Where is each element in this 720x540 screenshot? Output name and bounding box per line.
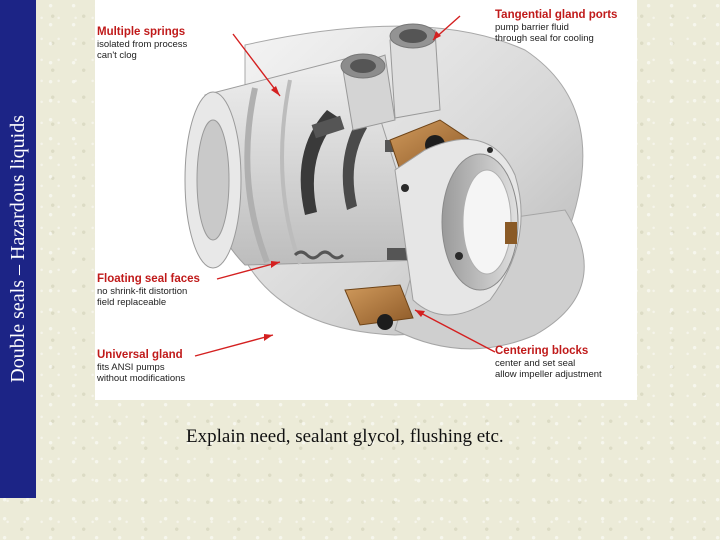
spring-block-1 bbox=[311, 115, 345, 139]
seal-ring-outer bbox=[300, 110, 339, 215]
arrow-multiple-springs bbox=[232, 33, 281, 97]
callout-tangential-ports: Tangential gland ports pump barrier flui… bbox=[495, 9, 617, 44]
callout-centering-blocks-title: Centering blocks bbox=[495, 345, 589, 357]
callout-multiple-springs: Multiple springs isolated from process c… bbox=[97, 26, 187, 61]
callout-centering-blocks-line-2: allow impeller adjustment bbox=[495, 369, 602, 380]
sleeve-end-inner bbox=[196, 119, 230, 241]
arrow-multiple-springs-head bbox=[271, 86, 280, 96]
callout-multiple-springs-line-1: isolated from process bbox=[97, 39, 188, 50]
arrow-floating-faces bbox=[216, 261, 281, 280]
callout-centering-blocks: Centering blocks center and set seal all… bbox=[495, 345, 602, 380]
floating-face-springs bbox=[293, 250, 345, 260]
arrow-floating-faces-head bbox=[271, 261, 280, 268]
arrow-centering-blocks-head bbox=[415, 310, 425, 317]
callout-tangential-ports-line-1: pump barrier fluid bbox=[495, 22, 569, 33]
arrow-universal-gland-head bbox=[264, 334, 273, 341]
slide-caption: Explain need, sealant glycol, flushing e… bbox=[186, 426, 504, 447]
side-title-bar bbox=[0, 0, 36, 498]
callout-floating-faces-line-2: field replaceable bbox=[97, 297, 167, 308]
callout-tangential-ports-title: Tangential gland ports bbox=[495, 9, 618, 21]
callout-floating-faces: Floating seal faces no shrink-fit distor… bbox=[97, 273, 200, 308]
sleeve-band-1 bbox=[244, 87, 270, 264]
seal-cutaway-figure bbox=[95, 0, 637, 400]
callout-universal-gland-title: Universal gland bbox=[97, 349, 183, 361]
centering-block-lower bbox=[344, 284, 414, 326]
callout-floating-faces-line-1: no shrink-fit distortion bbox=[97, 286, 188, 297]
callout-centering-blocks-line-1: center and set seal bbox=[495, 358, 576, 369]
seal-cutaway-drawing bbox=[184, 15, 585, 357]
flange-slot bbox=[505, 222, 517, 244]
spring-block-3 bbox=[387, 248, 411, 260]
callout-multiple-springs-line-2: can't clog bbox=[97, 50, 137, 61]
sleeve-band-2 bbox=[280, 79, 302, 265]
callout-universal-gland-line-1: fits ANSI pumps bbox=[97, 362, 165, 373]
port-left-bore bbox=[350, 59, 376, 73]
set-screw-3 bbox=[487, 147, 493, 153]
side-title-text: Double seals – Hazardous liquids bbox=[6, 115, 29, 383]
centering-block-lower-screw bbox=[377, 314, 393, 330]
callout-floating-faces-title: Floating seal faces bbox=[97, 273, 200, 285]
port-right-bore bbox=[399, 29, 427, 43]
seal-ring-inner bbox=[342, 120, 367, 210]
callout-multiple-springs-title: Multiple springs bbox=[97, 26, 186, 38]
arrow-tangential-ports-head bbox=[433, 31, 441, 40]
callout-universal-gland: Universal gland fits ANSI pumps without … bbox=[97, 349, 185, 384]
set-screw-1 bbox=[401, 184, 409, 192]
arrow-centering-blocks bbox=[414, 309, 496, 353]
arrow-universal-gland bbox=[194, 334, 274, 357]
callout-universal-gland-line-2: without modifications bbox=[97, 373, 186, 384]
callout-tangential-ports-line-2: through seal for cooling bbox=[495, 33, 594, 44]
shaft-bore-inner bbox=[462, 169, 512, 275]
set-screw-2 bbox=[455, 252, 463, 260]
side-title: Double seals – Hazardous liquids bbox=[4, 0, 32, 498]
